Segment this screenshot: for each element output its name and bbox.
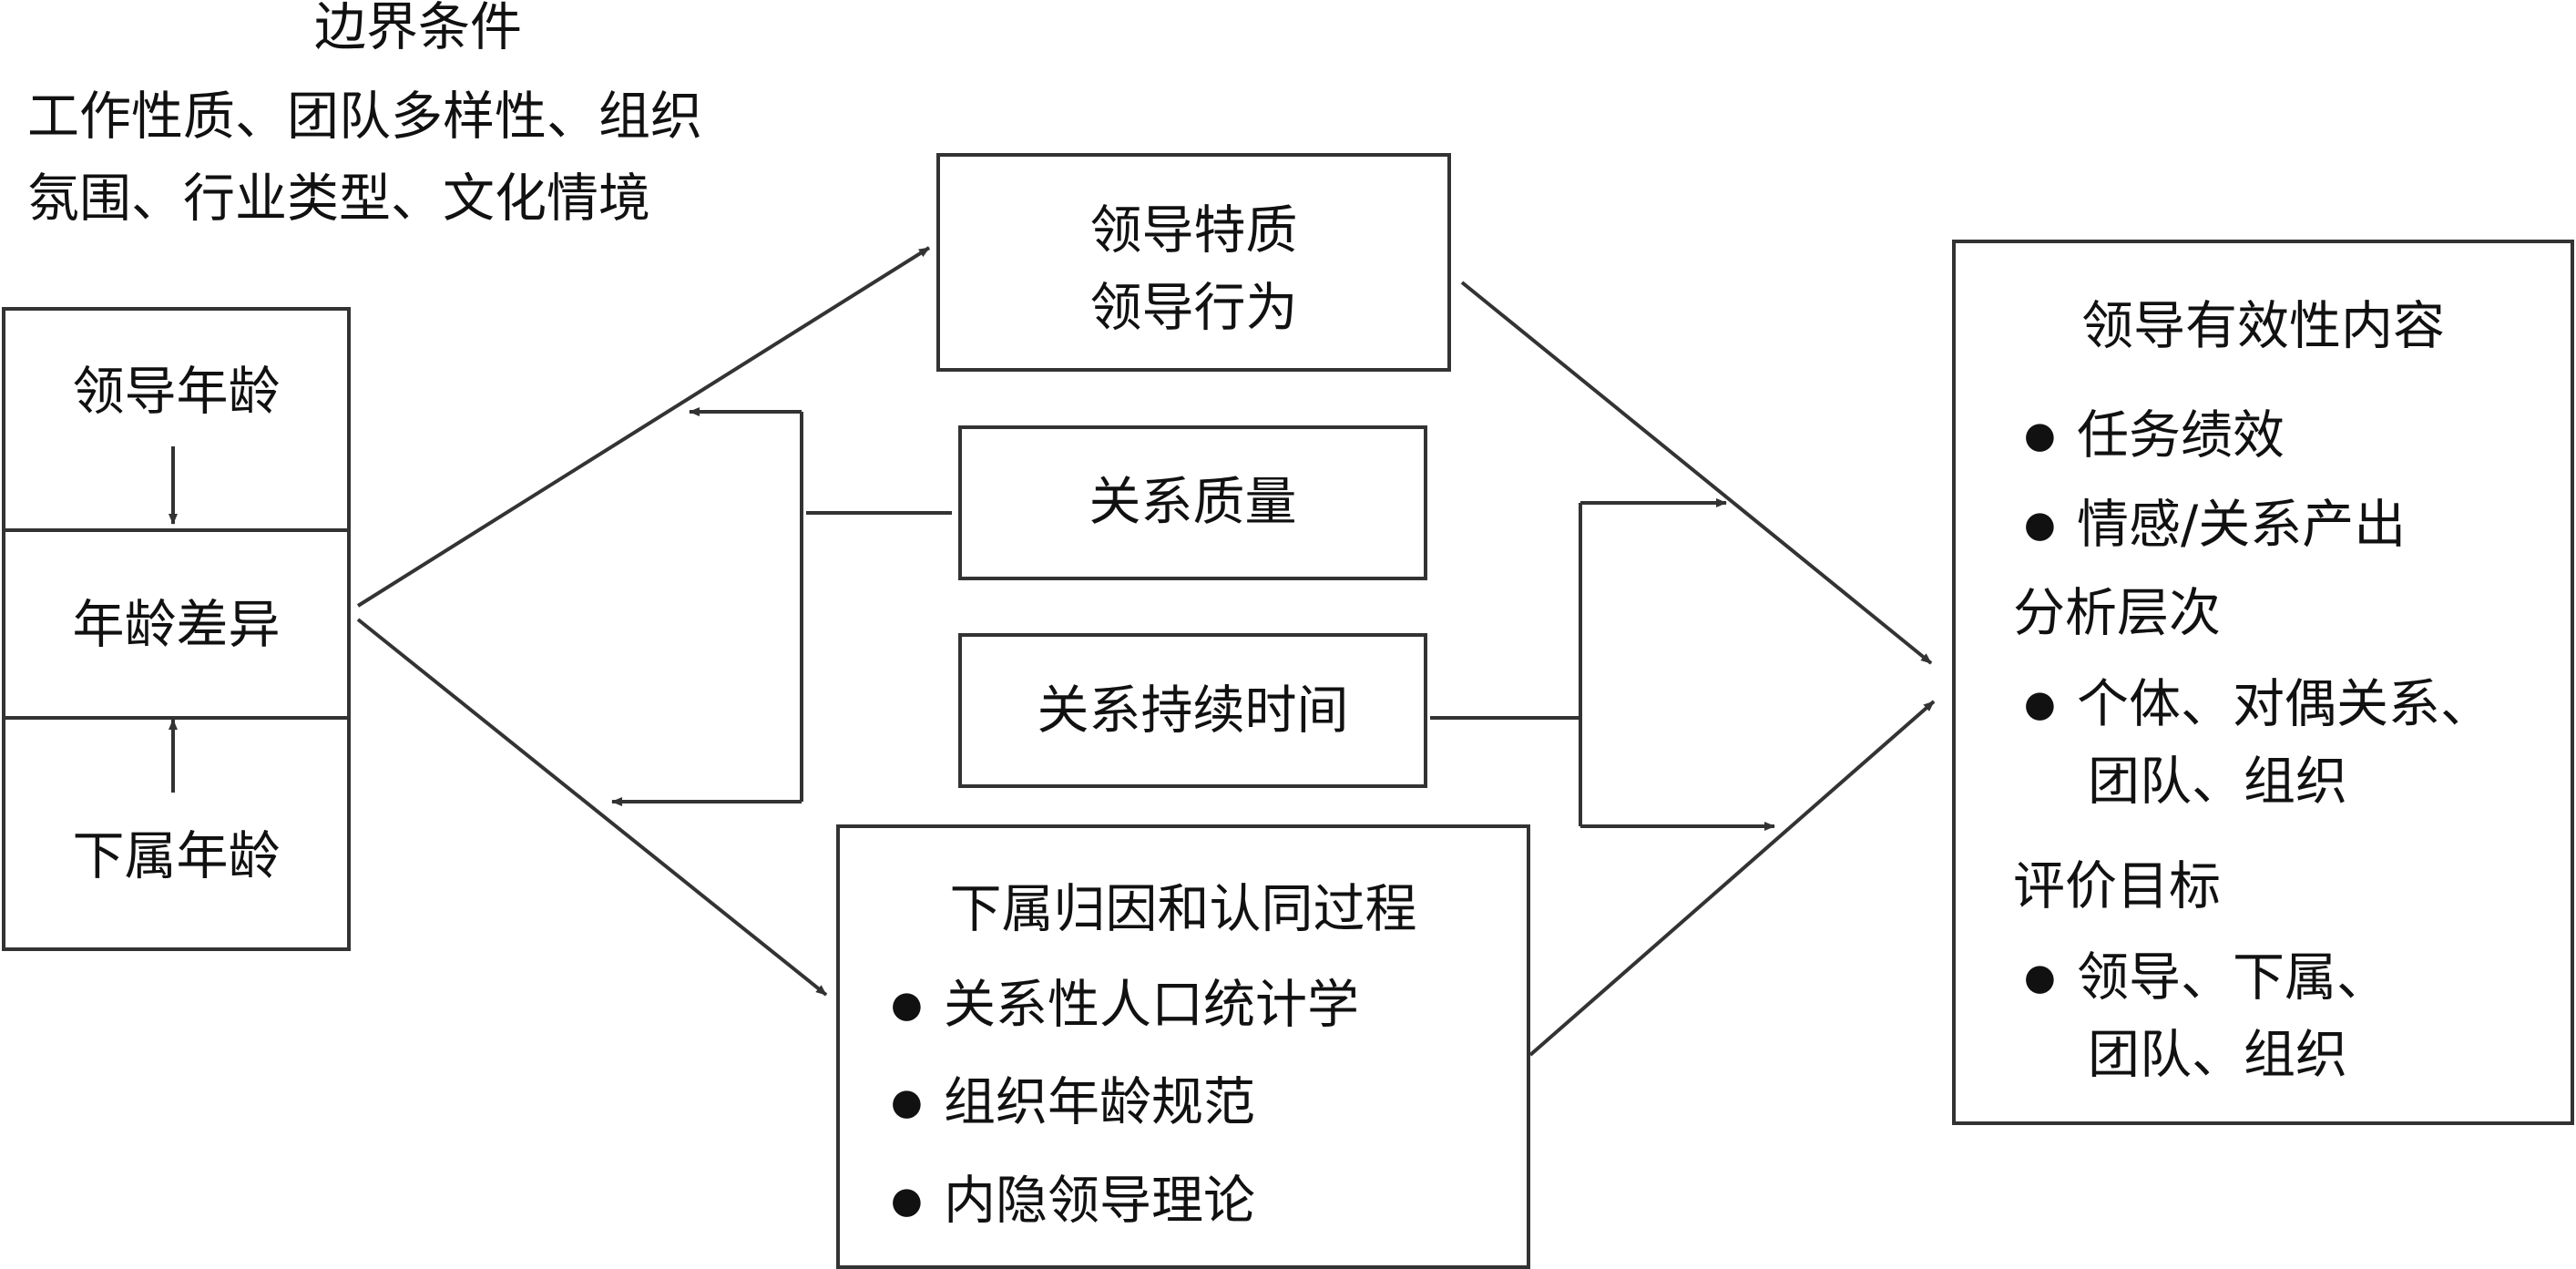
boundary-title: 边界条件 (314, 0, 522, 57)
effect-title: 领导有效性内容 (2081, 296, 2445, 356)
duration-label: 关系持续时间 (1037, 681, 1349, 741)
quality-box (958, 425, 1427, 580)
age-diff-cell (2, 528, 351, 720)
age-diff-label: 年龄差异 (72, 595, 281, 655)
effect-item: 情感/关系产出 (2024, 499, 2406, 551)
process-item: 组织年龄规范 (891, 1077, 1255, 1129)
effect-box (1952, 240, 2574, 1125)
process-box (836, 824, 1530, 1269)
process-title: 下属归因和认同过程 (949, 879, 1417, 939)
boundary-line-1: 工作性质、团队多样性、组织 (27, 87, 702, 147)
quality-label: 关系质量 (1089, 472, 1297, 532)
targets-title: 评价目标 (2013, 856, 2221, 916)
traits-line-1: 领导特质 (1089, 200, 1298, 261)
traits-box (936, 153, 1451, 372)
targets-line-1: 领导、下属、 (2024, 952, 2388, 1004)
boundary-line-2: 氛围、行业类型、文化情境 (27, 169, 650, 229)
targets-line-2: 团队、组织 (2088, 1025, 2347, 1085)
duration-box (958, 633, 1427, 788)
arrow-process-to-effect (1528, 700, 1936, 1057)
arrow-diff-to-process (356, 618, 828, 997)
sub-age-label: 下属年龄 (72, 826, 281, 886)
effect-item: 任务绩效 (2024, 410, 2285, 462)
traits-line-2: 领导行为 (1089, 278, 1298, 338)
arrow-diff-to-traits (356, 246, 931, 608)
process-item: 关系性人口统计学 (891, 979, 1359, 1031)
arrow-traits-to-effect (1460, 281, 1933, 665)
levels-line-1: 个体、对偶关系、 (2024, 679, 2492, 731)
levels-title: 分析层次 (2013, 583, 2221, 643)
levels-line-2: 团队、组织 (2088, 752, 2347, 812)
process-item: 内隐领导理论 (891, 1175, 1255, 1227)
leader-age-label: 领导年龄 (72, 362, 281, 422)
